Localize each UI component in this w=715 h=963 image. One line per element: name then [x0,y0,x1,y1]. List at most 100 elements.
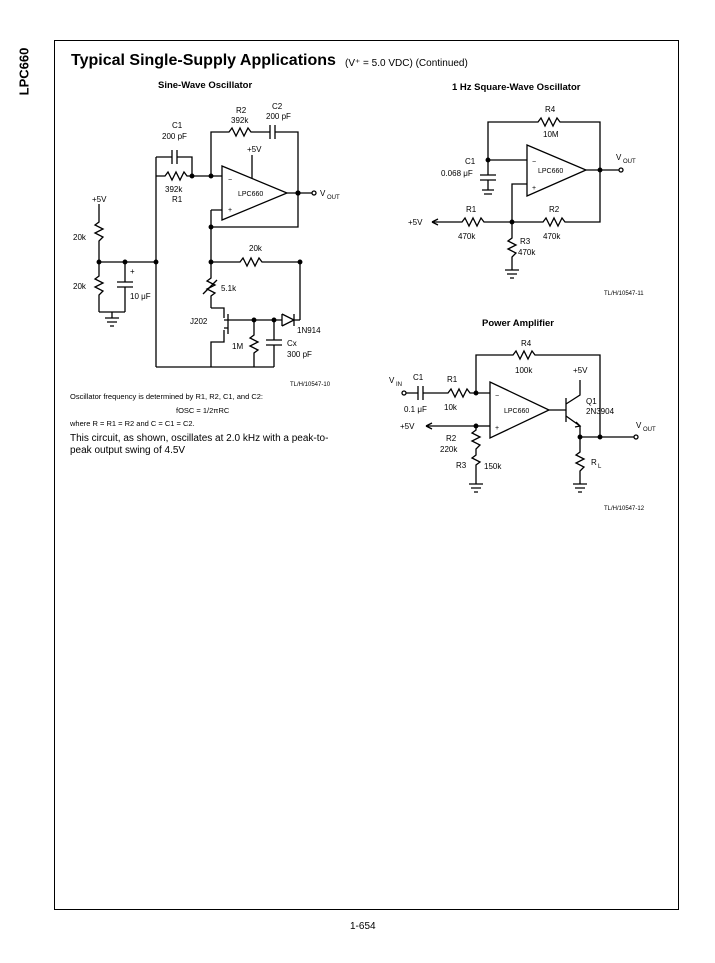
label-r2-val: 392k [231,116,249,125]
oscillator-formula: fOSC = 1/2πRC [176,406,230,415]
r1-resistor [156,170,222,182]
label-q1-val: 2N3904 [586,407,615,416]
label-vout-sub: OUT [327,195,340,201]
label-r1: R1 [172,195,183,204]
label-supply: +5V [92,195,107,204]
label-r1: R1 [447,375,458,384]
svg-text:+: + [532,185,536,192]
sine-opamp-symbol [221,165,289,221]
cx-capacitor [266,320,282,367]
c2-capacitor [269,125,299,193]
power-amplifier-heading: Power Amplifier [482,318,554,329]
label-vin-sub: IN [396,382,402,388]
label-rl-sub: L [598,464,602,470]
page-title-condition: (V⁺ = 5.0 VDC) (Continued) [345,58,468,69]
bias-top-20k-resistor [93,208,105,262]
feedback-20k-resistor [211,256,301,320]
label-supply: +5V [400,422,415,431]
label-vout: V [616,153,622,162]
label-c1-val: 200 pF [162,132,187,141]
label-fet: J202 [190,317,208,326]
oscillator-description: This circuit, as shown, oscillates at 2.… [70,433,329,456]
label-plus5v: +5V [247,145,262,154]
label-r3: R3 [520,237,531,246]
svg-text:−: − [532,159,536,166]
r4-resistor [487,116,601,170]
label-square-ref: TL/H/10547-11 [604,291,644,297]
label-r3: R3 [456,461,467,470]
pot-5k1 [205,262,217,308]
label-gate-res: 1M [232,342,243,351]
label-vout: V [320,189,326,198]
label-r2: R2 [236,106,247,115]
label-c1: C1 [172,121,183,130]
label-cap-plus: + [130,267,135,276]
label-r3-val: 470k [518,248,536,257]
label-r1: R1 [466,205,477,214]
sine-oscillator-heading: Sine-Wave Oscillator [158,80,253,91]
r4-feedback-resistor [475,349,601,437]
svg-text:+: + [495,425,499,432]
label-r1-val: 10k [444,403,458,412]
label-pot: 5.1k [221,284,237,293]
square-opamp-symbol [526,144,588,197]
page-frame [54,40,679,910]
label-cap: 10 μF [130,292,151,301]
page-title: Typical Single-Supply Applications [71,52,336,69]
label-c2: C2 [272,102,283,111]
rl-load-resistor [573,437,587,493]
label-c1-val: 0.068 μF [441,169,473,178]
label-r4-val: 100k [515,366,533,375]
label-c2-val: 200 pF [266,112,291,121]
label-rl: R [591,458,597,467]
oscillator-note-line1: Oscillator frequency is determined by R1… [70,392,264,401]
label-vout: V [636,421,642,430]
r1-resistor [432,216,512,228]
label-bias-top: 20k [73,233,87,242]
square-oscillator-heading: 1 Hz Square-Wave Oscillator [452,82,581,93]
c1-timing-capacitor [480,160,496,195]
bias-10uf-capacitor [117,262,133,312]
svg-text:+: + [228,207,232,214]
label-sine-ref: TL/H/10547-10 [290,382,331,388]
label-opamp: LPC660 [238,191,263,198]
label-r4: R4 [545,105,556,114]
label-fb-res: 20k [249,244,263,253]
label-r4: R4 [521,339,532,348]
label-vin: V [389,376,395,385]
r3-resistor [505,222,519,279]
sine-ground-symbol [99,311,125,327]
svg-text:−: − [495,393,499,400]
oscillator-note-line3: where R = R1 = R2 and C = C1 = C2. [70,419,195,428]
label-diode: 1N914 [297,326,321,335]
c1-r1-input [406,386,490,400]
svg-text:−: − [228,177,232,184]
gate-1m-resistor [248,320,260,367]
label-cx-val: 300 pF [287,350,312,359]
label-supply: +5V [408,218,423,227]
label-bias-bot: 20k [73,282,87,291]
label-c1-val: 0.1 μF [404,405,427,414]
label-r1-val: 392k [165,185,183,194]
label-r1-val: 470k [458,232,476,241]
label-r2-val: 470k [543,232,561,241]
label-r2-val: 220k [440,445,458,454]
label-r3-val: 150k [484,462,502,471]
label-r4-val: 10M [543,130,559,139]
r2-resistor [210,126,270,176]
bias-bottom-20k-resistor [93,262,105,312]
c1-capacitor [156,150,193,176]
r2-resistor [512,170,601,228]
label-c1: C1 [413,373,424,382]
page-number: 1-654 [350,921,376,932]
label-cx: Cx [287,339,297,348]
label-vout-sub: OUT [623,159,636,165]
label-c1: C1 [465,157,476,166]
power-opamp-symbol [489,380,551,440]
label-r2: R2 [446,434,457,443]
